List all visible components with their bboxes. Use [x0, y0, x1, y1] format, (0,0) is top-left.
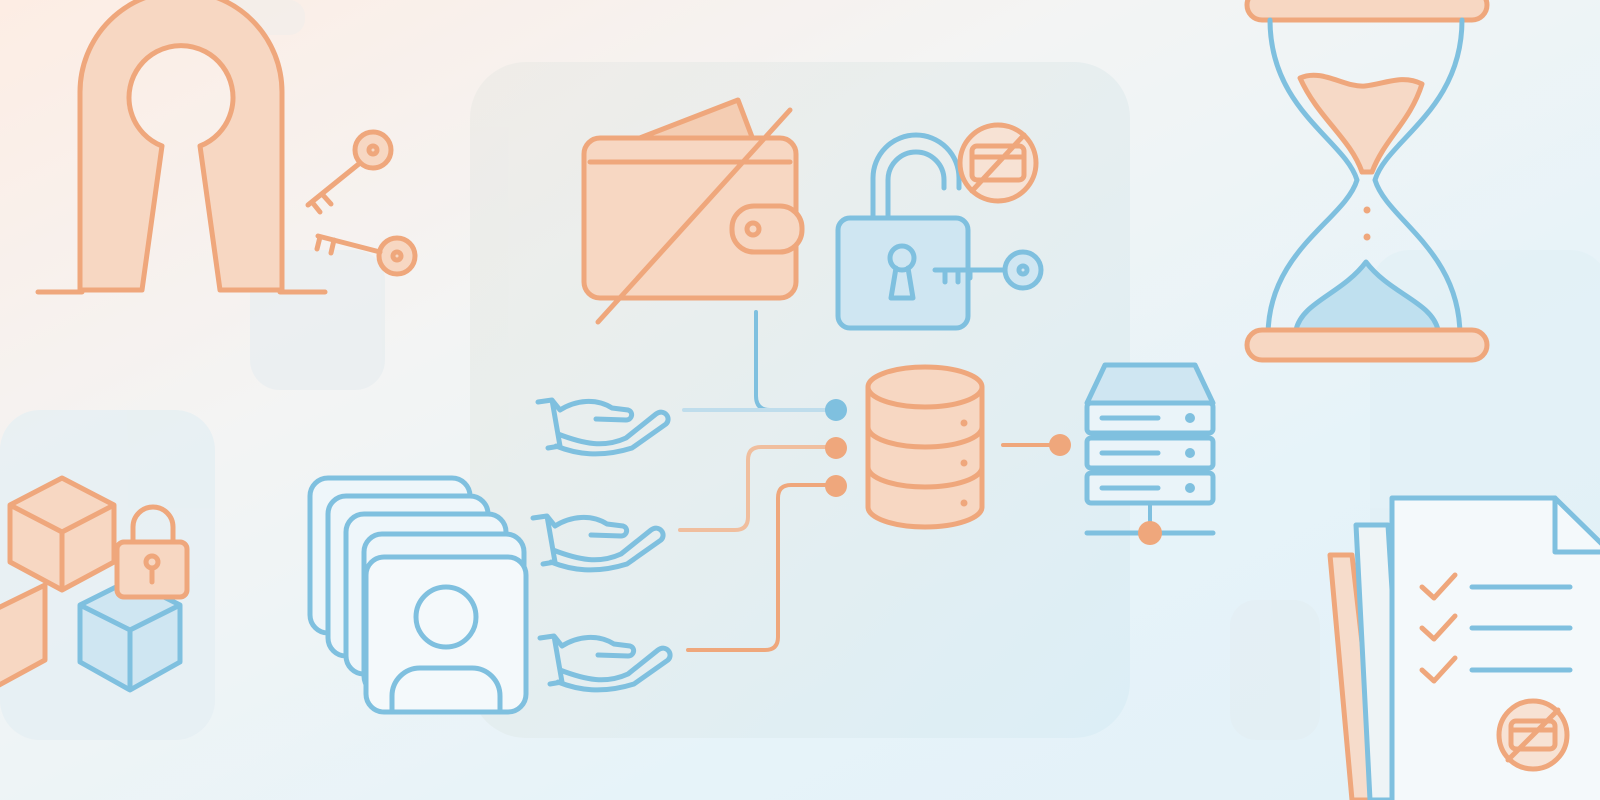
connection-dots — [825, 399, 1071, 497]
hand-icon — [535, 397, 671, 457]
hand-icon — [537, 633, 673, 693]
no-card-icon — [1496, 698, 1570, 772]
checkmark-icon — [1419, 572, 1458, 601]
keyhole-arch-icon — [35, 0, 328, 295]
database-icon — [865, 364, 985, 530]
keys-icon — [305, 129, 418, 277]
small-padlock-icon — [114, 504, 190, 600]
server-icon — [1084, 362, 1216, 506]
hourglass-icon — [1244, 0, 1490, 363]
checkmark-icon — [1419, 655, 1458, 684]
checklist-document-icon — [1327, 495, 1600, 800]
connection-lines — [678, 310, 1062, 652]
wallet-icon — [581, 97, 805, 325]
checkmark-icon — [1419, 613, 1458, 642]
no-card-icon — [957, 122, 1039, 204]
user-avatar-icon — [389, 584, 503, 715]
hand-icon — [530, 513, 666, 573]
network-node-icon — [1084, 503, 1216, 545]
profile-cards-icon — [307, 475, 529, 715]
cubes-icon — [0, 475, 183, 693]
key-icon — [932, 249, 1044, 291]
